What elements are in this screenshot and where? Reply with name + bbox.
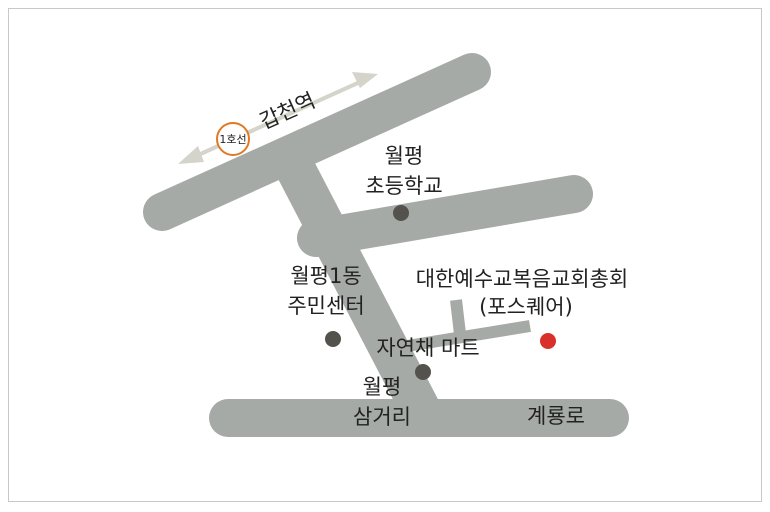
road-middle-diagonal [297,175,593,257]
line-badge-label: 1호선 [219,133,246,146]
station-badge[interactable]: 1호선 [216,122,250,156]
line-badge-ring [216,122,250,156]
road-side-branch [394,320,531,354]
destination-marker[interactable] [540,333,556,349]
intersection-label-line1: 월평 [363,375,402,399]
intersection-label-line2: 삼거리 [353,405,411,429]
roads [143,53,629,437]
road-upper-diagonal [143,53,491,231]
road-name-label: 계룡로 [527,404,585,428]
community-center-label-line1: 월평1동 [290,264,361,288]
community-center-marker[interactable] [325,331,341,347]
arrow-head-right [352,72,378,88]
school-marker[interactable] [393,205,409,221]
school-label-line2: 초등학교 [365,174,442,198]
road-side-stub [450,299,466,335]
arrow-head-left [178,146,204,164]
mart-label: 자연채 마트 [376,336,479,360]
community-center-label-line2: 주민센터 [287,294,364,318]
road-vertical [278,160,438,418]
destination-name: 대한예수교복음교회총회 [416,267,629,291]
destination-subtitle: (포스퀘어) [479,295,573,319]
mart-marker[interactable] [415,364,431,380]
school-label-line1: 월평 [385,144,424,168]
